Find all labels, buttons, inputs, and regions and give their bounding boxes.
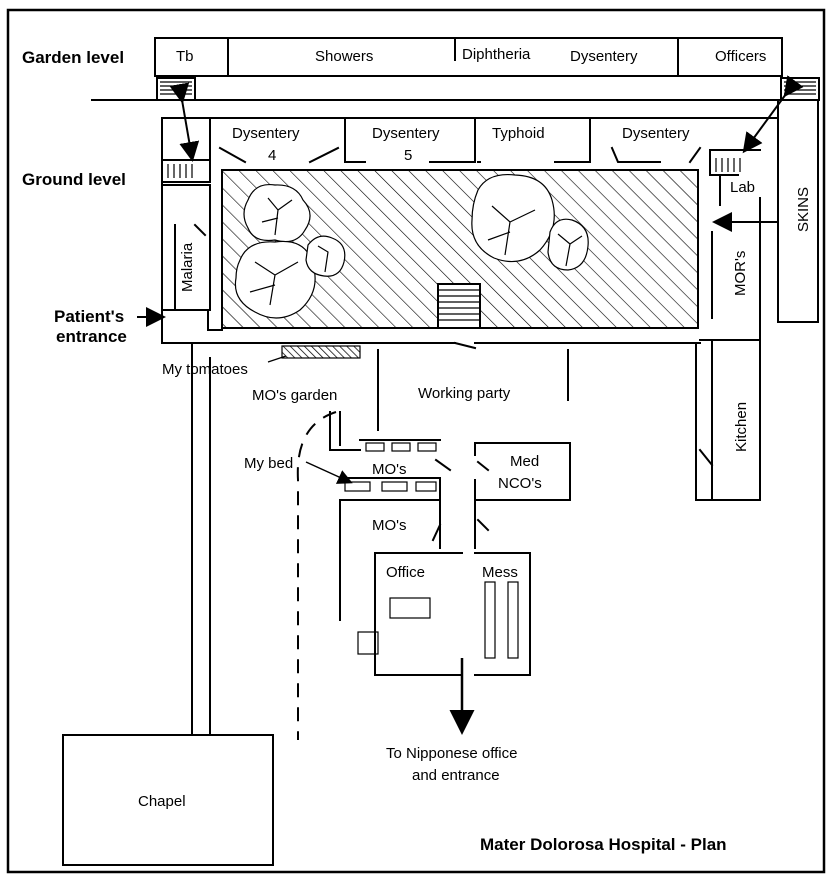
room-label-dysentery-4: Dysentery bbox=[232, 125, 300, 142]
room-label-kitchen: Kitchen bbox=[733, 402, 750, 452]
ward-number-4: 4 bbox=[268, 147, 276, 164]
stairs-ground-right bbox=[715, 158, 741, 172]
chapel-building bbox=[62, 734, 274, 866]
tree-icon bbox=[471, 173, 555, 263]
office-room bbox=[357, 552, 463, 676]
tree-icon bbox=[305, 235, 346, 277]
tomatoes-patch bbox=[281, 345, 361, 359]
room-label-showers: Showers bbox=[315, 48, 373, 65]
med-ncos-room bbox=[474, 442, 571, 549]
tree-icon bbox=[234, 240, 316, 319]
garden-boundary-dashed bbox=[296, 411, 337, 740]
stair-arrow-left bbox=[169, 82, 200, 162]
plan-frame bbox=[6, 8, 826, 874]
room-label-officers: Officers bbox=[715, 48, 766, 65]
mos-lower-label: MO's bbox=[372, 517, 407, 534]
room-label-lab: Lab bbox=[730, 179, 755, 196]
stair-arrow-right bbox=[742, 75, 804, 154]
courtyard-stairs bbox=[437, 283, 481, 329]
med-ncos-label-line2: NCO's bbox=[498, 475, 542, 492]
to-nipponese-label-line1: To Nipponese office bbox=[386, 745, 517, 762]
mess-room bbox=[474, 552, 531, 676]
chapel-label: Chapel bbox=[138, 793, 186, 810]
right-side-blocks bbox=[695, 99, 819, 501]
room-label-dysentery-right: Dysentery bbox=[622, 125, 690, 142]
my-bed-pointer bbox=[305, 461, 353, 484]
room-label-dysentery-5: Dysentery bbox=[372, 125, 440, 142]
garden-level-label: Garden level bbox=[22, 48, 124, 67]
tree-icon bbox=[547, 218, 589, 271]
med-ncos-label-line1: Med bbox=[510, 453, 539, 470]
room-label-dysentery-top: Dysentery bbox=[570, 48, 638, 65]
room-label-skins: SKINS bbox=[795, 187, 812, 232]
room-label-mors: MOR's bbox=[732, 251, 749, 296]
to-nipponese-label-line2: and entrance bbox=[412, 767, 500, 784]
office-label: Office bbox=[386, 564, 425, 581]
tree-icon bbox=[243, 183, 311, 243]
patients-entrance-label-line2: entrance bbox=[56, 327, 127, 346]
room-label-diphtheria: Diphtheria bbox=[462, 46, 531, 63]
ground-level-wards bbox=[161, 117, 702, 311]
patients-entrance-label-line1: Patient's bbox=[54, 307, 124, 326]
room-label-tb: Tb bbox=[176, 48, 194, 65]
my-bed-label: My bed bbox=[244, 455, 293, 472]
mos-quarters bbox=[329, 411, 452, 621]
my-tomatoes-pointer bbox=[267, 355, 287, 363]
ground-level-label: Ground level bbox=[22, 170, 126, 189]
mess-label: Mess bbox=[482, 564, 518, 581]
room-label-typhoid: Typhoid bbox=[492, 125, 545, 142]
mos-upper-label: MO's bbox=[372, 461, 407, 478]
chapel-path bbox=[191, 342, 211, 736]
working-party-label: Working party bbox=[418, 385, 511, 402]
my-tomatoes-label: My tomatoes bbox=[162, 361, 248, 378]
stairs-ground-left bbox=[161, 159, 211, 183]
mos-garden-label: MO's garden bbox=[252, 387, 337, 404]
room-label-malaria: Malaria bbox=[179, 242, 196, 292]
plan-title: Mater Dolorosa Hospital - Plan bbox=[480, 835, 727, 854]
ward-number-5: 5 bbox=[404, 147, 412, 164]
